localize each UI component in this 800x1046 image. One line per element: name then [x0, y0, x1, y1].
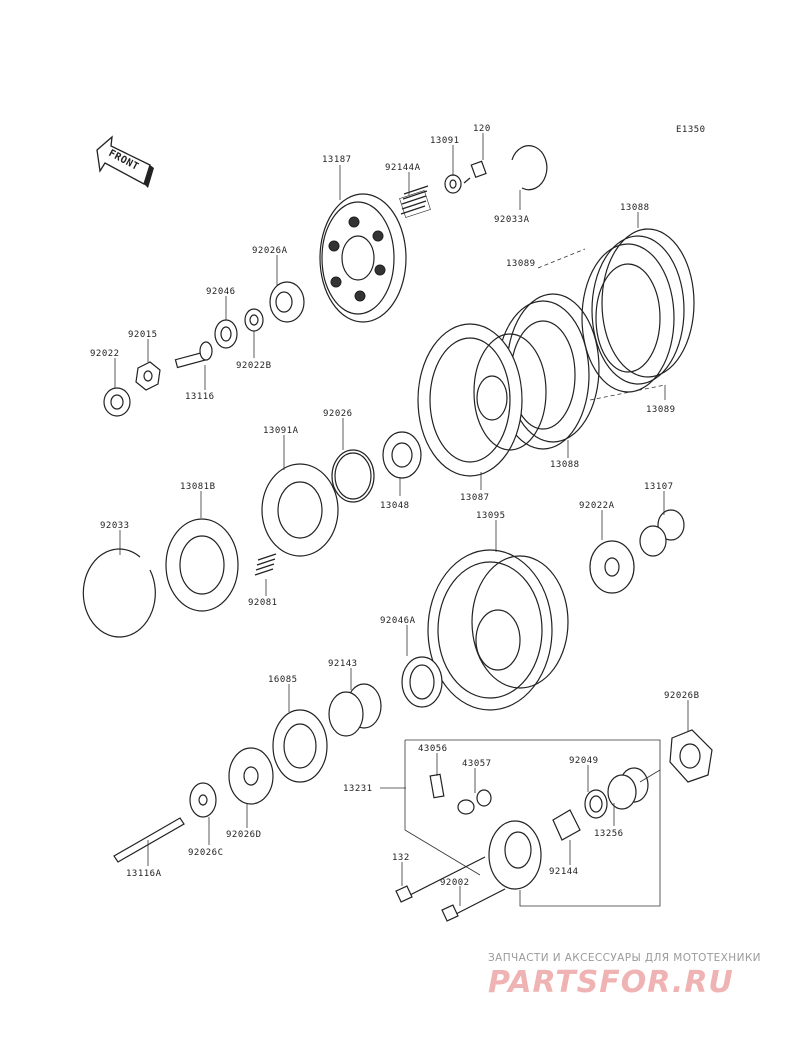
leader-lines	[114, 133, 689, 906]
washer-92026D	[228, 747, 274, 805]
watermark-logo: PARTSFOR.RU	[488, 965, 734, 1000]
sleeve-13048	[382, 431, 422, 479]
label-92046: 92046	[206, 287, 236, 297]
cap-43057	[457, 789, 492, 815]
spring-92081	[254, 553, 277, 576]
circlip-92033	[82, 548, 156, 638]
nut-92015	[135, 361, 161, 391]
label-92081: 92081	[248, 598, 278, 608]
seal-92049	[584, 789, 608, 819]
label-92144A: 92144A	[385, 163, 421, 173]
release-cylinder-body	[488, 820, 542, 890]
washer-92026A	[269, 281, 305, 323]
pressure-plate-13187	[319, 193, 407, 323]
label-13095: 13095	[476, 511, 506, 521]
label-92002: 92002	[440, 878, 470, 888]
label-92022B: 92022B	[236, 361, 272, 371]
piston-13256	[607, 767, 649, 810]
bearing-92046	[214, 319, 238, 349]
label-43057: 43057	[462, 759, 492, 769]
label-92049: 92049	[569, 756, 599, 766]
pusher-13116	[174, 341, 213, 369]
washer-92022B	[244, 308, 264, 332]
label-13087: 13087	[460, 493, 490, 503]
label-16085: 16085	[268, 675, 298, 685]
label-92046A: 92046A	[380, 616, 416, 626]
bearing-92046A	[401, 656, 443, 708]
label-92026: 92026	[323, 409, 353, 419]
collar-92143	[328, 683, 382, 737]
label-92026A: 92026A	[252, 246, 288, 256]
cam-13081B	[165, 518, 239, 612]
label-92026C: 92026C	[188, 848, 224, 858]
label-13107: 13107	[644, 482, 674, 492]
rod-13116A	[113, 817, 185, 863]
label-92033A: 92033A	[494, 215, 530, 225]
label-13091: 13091	[430, 136, 460, 146]
ring-92026	[331, 449, 375, 503]
bolt-132	[395, 856, 486, 903]
label-43056: 43056	[418, 744, 448, 754]
label-13048: 13048	[380, 501, 410, 511]
label-13089-right: 13089	[646, 405, 676, 415]
circlip-92033A	[511, 145, 548, 191]
label-13187: 13187	[322, 155, 352, 165]
sleeve-13107	[639, 509, 685, 557]
label-13091A: 13091A	[263, 426, 299, 436]
label-132: 132	[392, 853, 410, 863]
assembly-box-13231	[404, 739, 661, 907]
label-13116A: 13116A	[126, 869, 162, 879]
label-92015: 92015	[128, 330, 158, 340]
label-13088-bottom: 13088	[550, 460, 580, 470]
spring-plate-13091A	[261, 463, 339, 557]
washer-92026C	[189, 782, 217, 818]
watermark-tagline: ЗАПЧАСТИ И АКСЕССУАРЫ ДЛЯ МОТОТЕХНИКИ	[488, 952, 761, 964]
label-13081B: 13081B	[180, 482, 216, 492]
label-92026B: 92026B	[664, 691, 700, 701]
clutch-housing-13095	[427, 549, 569, 711]
diagram-code: E1350	[676, 125, 706, 135]
spring-92144A	[399, 185, 431, 218]
label-92026D: 92026D	[226, 830, 262, 840]
bolt-120	[463, 160, 487, 184]
bolt-92002	[441, 888, 506, 922]
washer-92022A	[589, 540, 635, 594]
label-13256: 13256	[594, 829, 624, 839]
label-92022A: 92022A	[579, 501, 615, 511]
label-13089-top: 13089	[506, 259, 536, 269]
bearing-92022	[103, 387, 131, 417]
part-labels: 13187 92144A 13091 120 92033A 92026A 920…	[90, 124, 700, 888]
watermark: ЗАПЧАСТИ И АКСЕССУАРЫ ДЛЯ МОТОТЕХНИКИ PA…	[488, 952, 761, 1000]
bleeder-43056	[429, 773, 445, 799]
plate-92026B	[669, 729, 713, 783]
label-92033: 92033	[100, 521, 130, 531]
label-92022: 92022	[90, 349, 120, 359]
label-13231: 13231	[343, 784, 373, 794]
label-13088-top: 13088	[620, 203, 650, 213]
cap-13091	[444, 174, 462, 194]
label-13116: 13116	[185, 392, 215, 402]
boot-92144	[552, 809, 581, 841]
clutch-hub-13087	[417, 323, 547, 477]
label-120: 120	[473, 124, 491, 134]
front-arrow-icon: FRONT	[96, 135, 154, 188]
label-92143: 92143	[328, 659, 358, 669]
label-92144: 92144	[549, 867, 579, 877]
gear-16085	[272, 709, 328, 783]
